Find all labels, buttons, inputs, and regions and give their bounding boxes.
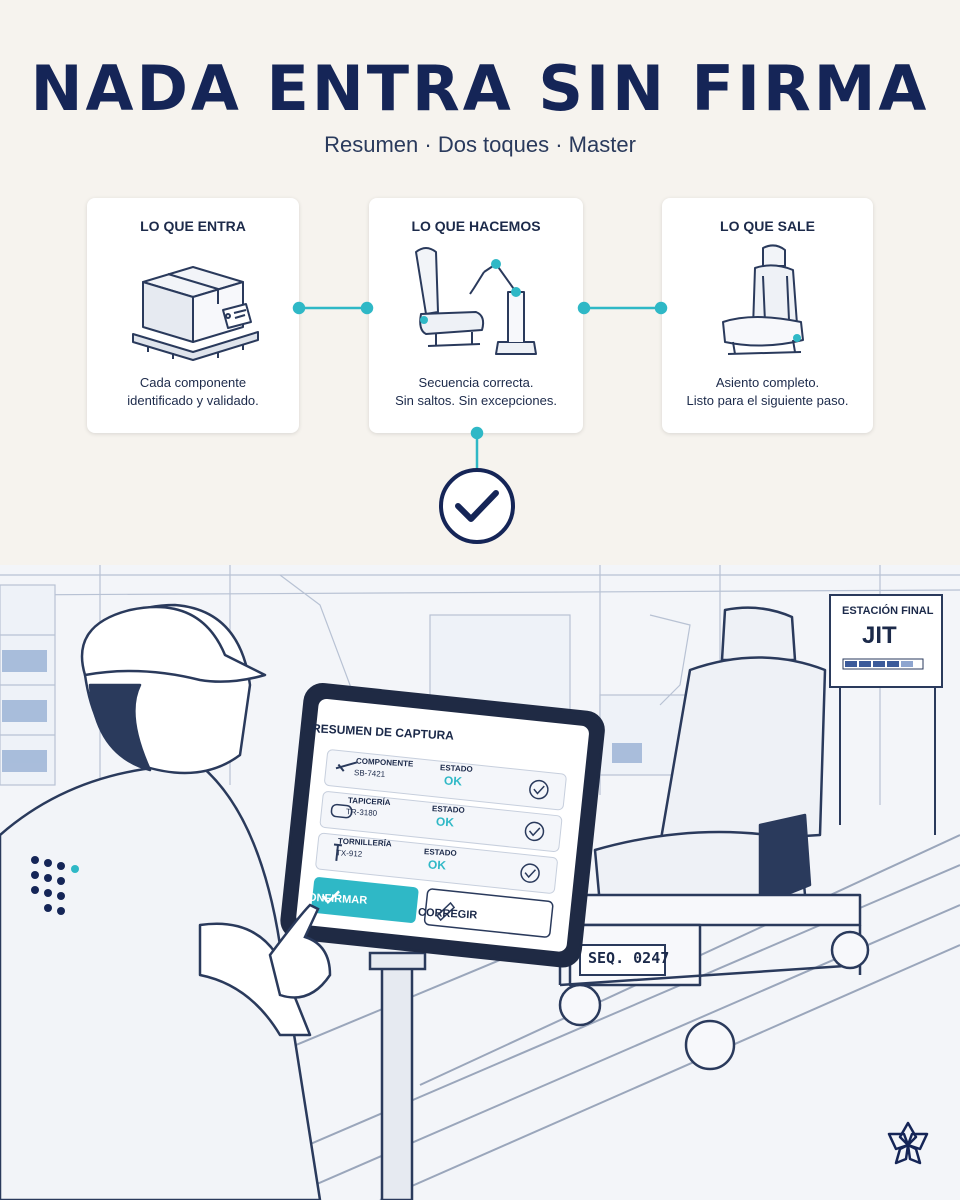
- robot-arm-seat-icon: [415, 247, 537, 355]
- page-subtitle: Resumen · Dos toques · Master: [324, 132, 636, 157]
- row-status: OK: [427, 857, 447, 873]
- flow-card-text-line: Secuencia correcta.: [418, 375, 534, 390]
- row-code: TR-3180: [345, 807, 378, 818]
- flow-card-title: LO QUE SALE: [720, 218, 815, 234]
- factory-scene: ESTACIÓN FINAL JIT SEQ. 0247 RESUMEN DE …: [0, 565, 960, 1200]
- row-code: SB-7421: [353, 768, 386, 779]
- row-status: OK: [443, 773, 463, 789]
- flow-card-title: LO QUE ENTRA: [140, 218, 246, 234]
- flow-card-text-line: Asiento completo.: [715, 375, 820, 390]
- row-status: OK: [435, 814, 455, 830]
- flow-card-input: LO QUE ENTRA Cada componente identificad…: [87, 198, 299, 433]
- flow-card-output: LO QUE SALE Asiento completo. Listo para…: [662, 198, 873, 433]
- flow-card-title: LO QUE HACEMOS: [411, 218, 541, 234]
- check-circle-icon: [439, 468, 515, 544]
- flow-card-text-line: Sin saltos. Sin excepciones.: [395, 393, 557, 408]
- row-status-label: ESTADO: [439, 763, 473, 774]
- factory-illustration: [0, 565, 960, 1200]
- pallet-box-icon: [132, 266, 259, 361]
- flower-logo-icon: [887, 1121, 929, 1165]
- row-status-label: ESTADO: [423, 847, 457, 858]
- flow-card-text-line: Cada componente: [139, 375, 247, 390]
- flow-card-text-line: Listo para el siguiente paso.: [686, 393, 849, 408]
- cart-sequence-tag: SEQ. 0247: [588, 949, 670, 967]
- row-code: TX-912: [335, 848, 363, 859]
- station-sign-label: ESTACIÓN FINAL: [842, 605, 934, 617]
- row-status-label: ESTADO: [431, 804, 465, 815]
- flow-card-text-line: identificado y validado.: [127, 393, 259, 408]
- car-seat-icon: [721, 244, 804, 355]
- station-sign-code: JIT: [862, 622, 897, 649]
- flow-card-process: LO QUE HACEMOS Secuencia correcta. Sin s…: [369, 198, 583, 433]
- flow-connectors: [292, 301, 668, 544]
- page-title: NADA ENTRA SIN FIRMA: [30, 52, 930, 125]
